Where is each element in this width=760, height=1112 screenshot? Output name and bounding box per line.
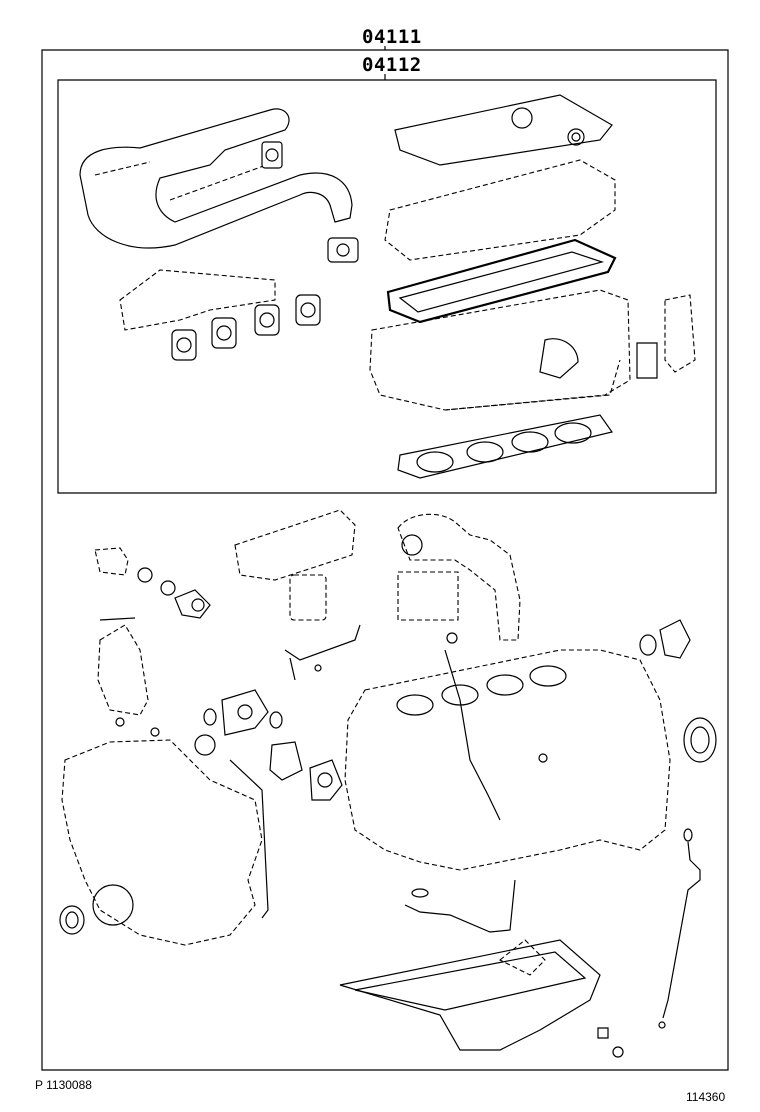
rear-oil-seal xyxy=(640,620,716,762)
intake-pipe xyxy=(80,109,358,262)
water-outlet-parts xyxy=(95,548,210,618)
valve-cover-gasket xyxy=(388,240,615,322)
diagram-code-left: P 1130088 xyxy=(35,1078,92,1092)
timing-cover xyxy=(62,735,268,945)
water-pump-parts xyxy=(98,618,282,736)
valve-cover xyxy=(385,95,615,260)
diagram-code-right: 114360 xyxy=(686,1090,726,1104)
inner-kit-frame xyxy=(58,74,716,493)
oil-strainer xyxy=(405,880,545,975)
part-label-inner-kit[interactable]: 04112 xyxy=(362,54,422,76)
outer-kit-frame xyxy=(42,46,728,1070)
head-gasket xyxy=(398,415,612,478)
oil-pan xyxy=(340,940,600,1050)
exhaust-manifold xyxy=(235,510,355,620)
cylinder-head xyxy=(370,290,695,410)
pump-gaskets xyxy=(270,742,342,800)
front-oil-seal xyxy=(60,906,84,934)
turbocharger xyxy=(398,514,520,640)
cylinder-block xyxy=(345,633,670,870)
oil-dipstick xyxy=(659,829,700,1028)
manifold-gaskets xyxy=(120,270,320,360)
drain-plug xyxy=(598,1028,623,1057)
oil-pipe xyxy=(285,625,360,680)
part-label-outer-kit[interactable]: 04111 xyxy=(362,26,422,48)
